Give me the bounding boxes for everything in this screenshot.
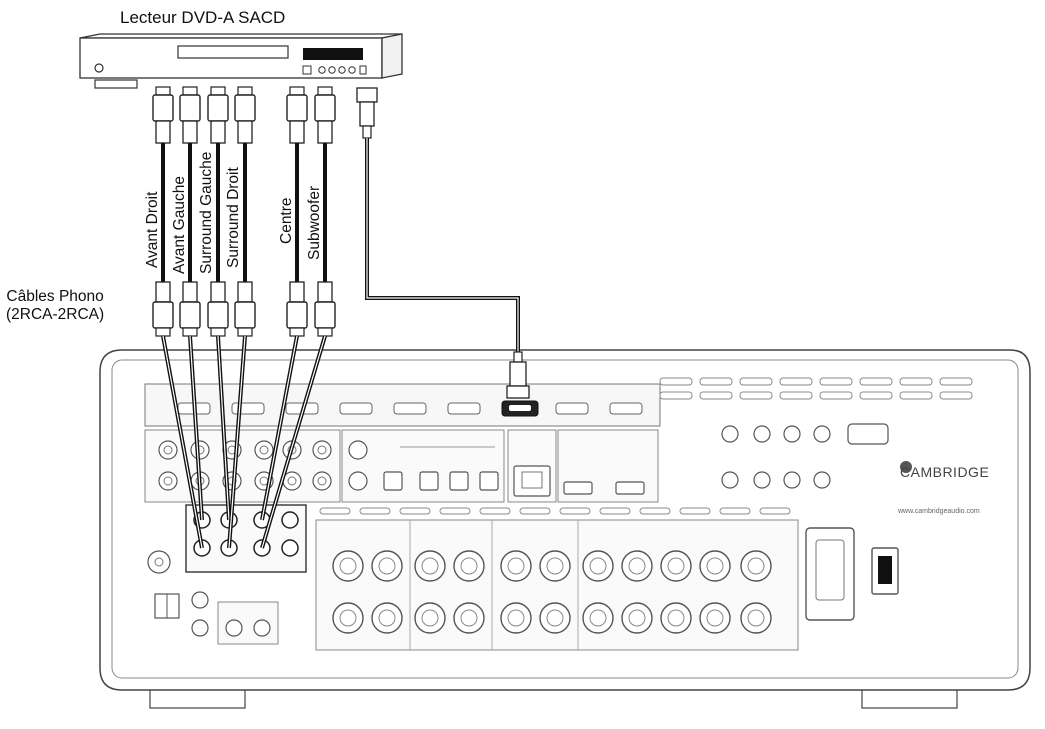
- cable-label-avant-gauche: Avant Gauche: [171, 176, 188, 274]
- cable-hdmi: [356, 87, 530, 399]
- cable-label-surround-droit: Surround Droit: [225, 167, 242, 268]
- cable-label-centre: Centre: [278, 197, 295, 244]
- cable-label-surround-gauche: Surround Gauche: [198, 151, 215, 274]
- cable-subwoofer: [260, 86, 336, 549]
- cable-avant-droit: [152, 86, 204, 549]
- receiver-rear-panel: [99, 349, 1031, 709]
- phono-cable-label-line1: Câbles Phono: [6, 288, 104, 305]
- cable-surround-gauche: [207, 86, 231, 521]
- receiver-brand: CAMBRIDGE: [900, 464, 990, 480]
- cable-label-avant-droit: Avant Droit: [144, 191, 161, 268]
- dvd-player: [79, 33, 403, 89]
- dvd-player-title: Lecteur DVD-A SACD: [120, 8, 286, 27]
- phono-cable-label: Câbles Phono (2RCA-2RCA): [6, 288, 104, 324]
- receiver-url: www.cambridgeaudio.com: [898, 508, 980, 515]
- phono-cable-label-line2: (2RCA-2RCA): [6, 306, 105, 323]
- cable-surround-droit: [227, 86, 256, 549]
- cable-label-subwoofer: Subwoofer: [306, 185, 323, 260]
- power-button-icon: [94, 63, 104, 73]
- cable-centre: [260, 86, 308, 521]
- cable-avant-gauche: [179, 86, 204, 521]
